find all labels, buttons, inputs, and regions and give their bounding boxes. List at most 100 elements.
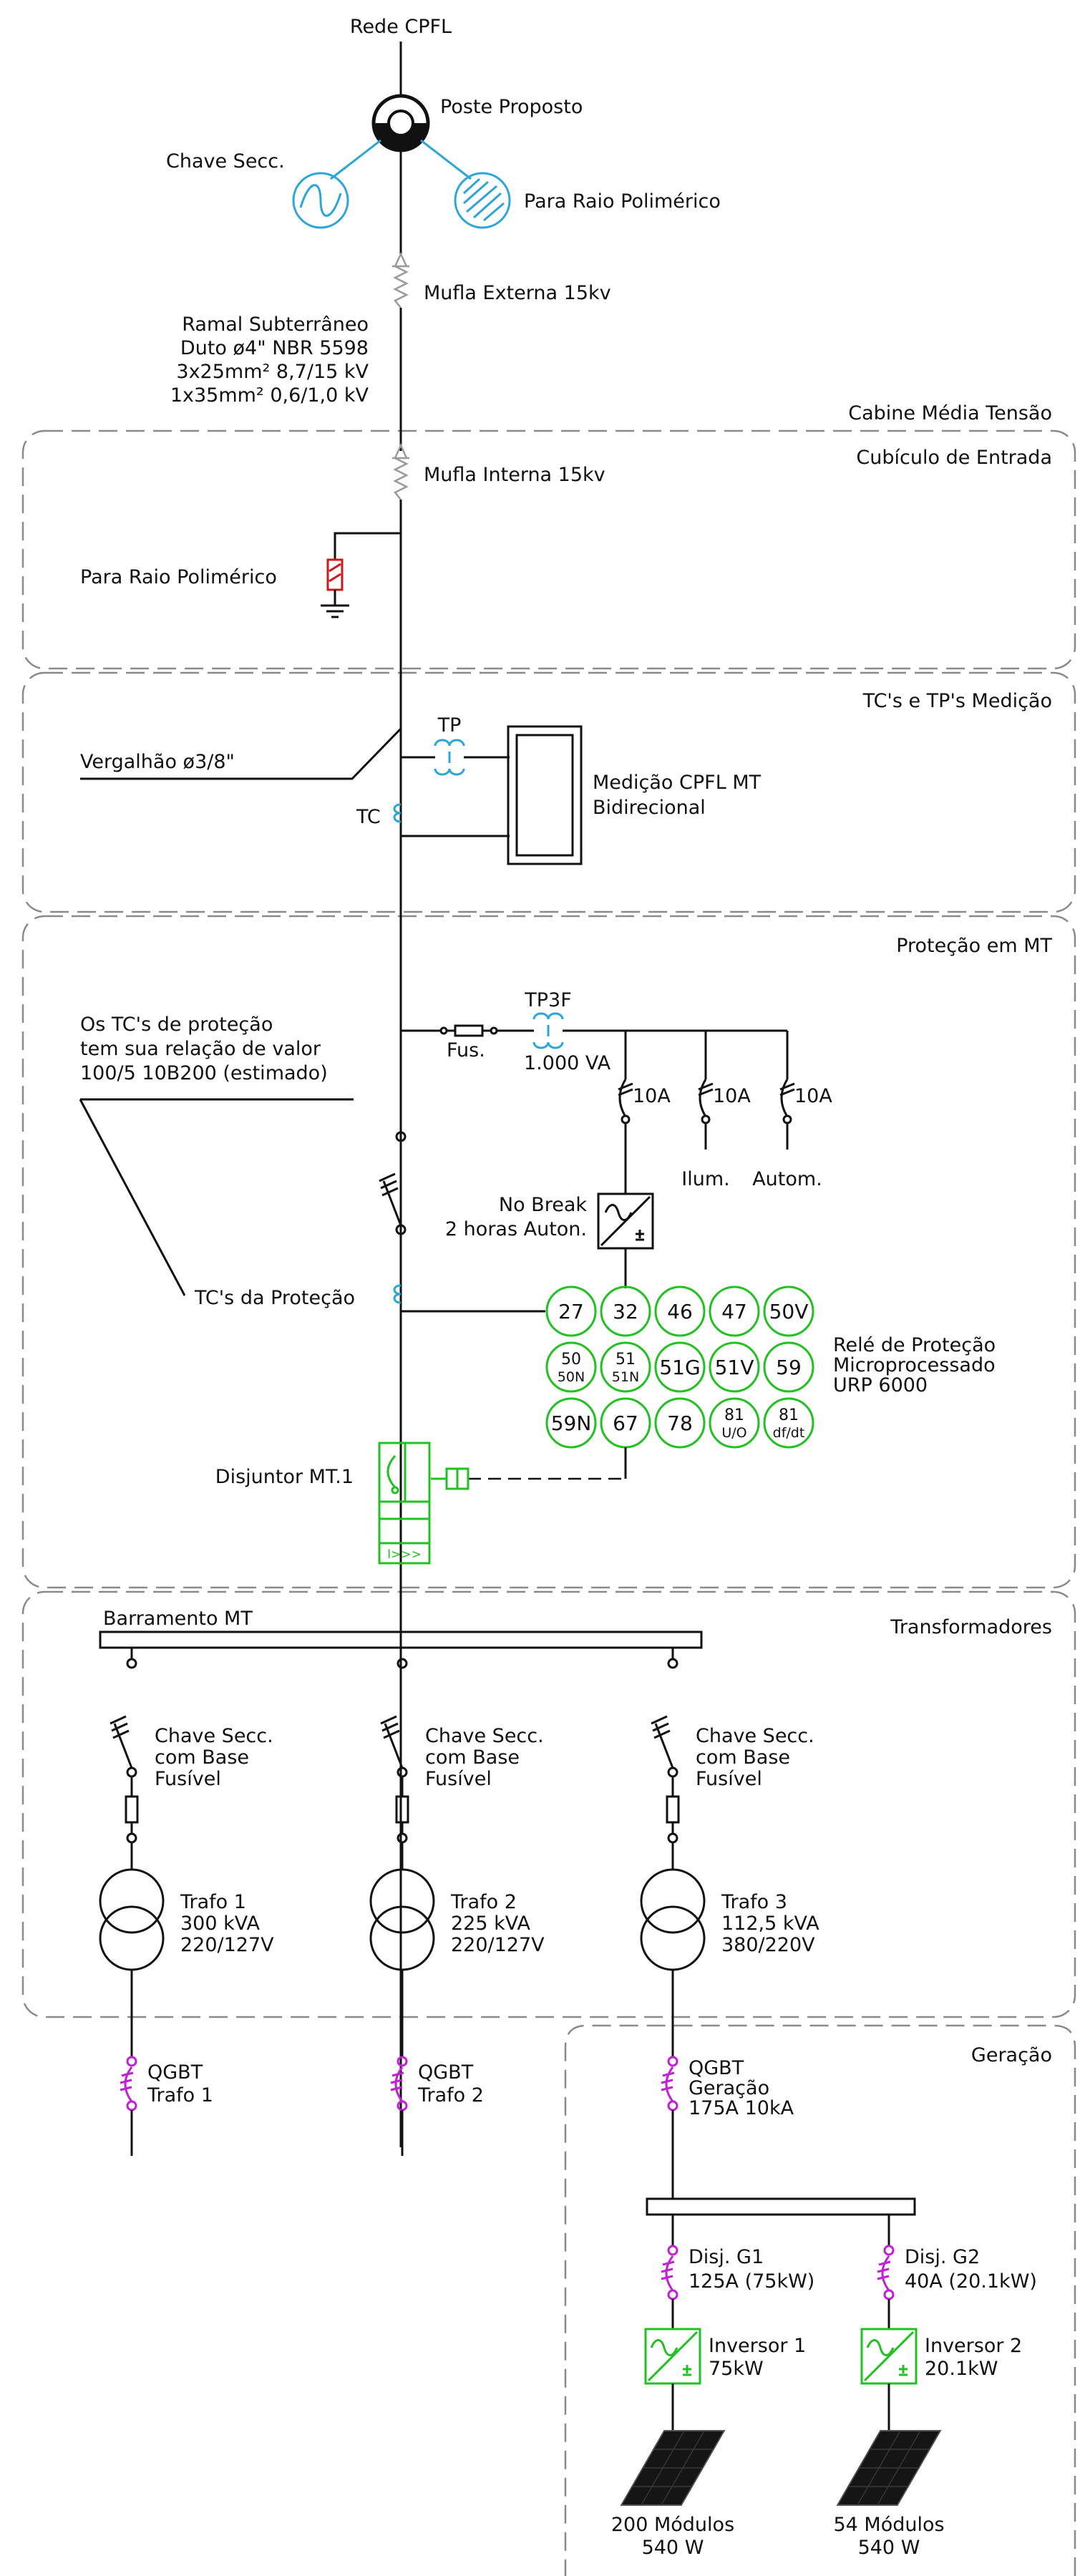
busbar-label: Barramento MT bbox=[103, 1608, 253, 1630]
ilum-label: Ilum. bbox=[681, 1168, 729, 1190]
relay-circle bbox=[763, 1341, 814, 1393]
feeder-line-2: Duto ø4" NBR 5598 bbox=[180, 337, 369, 359]
transformer-branches bbox=[99, 1648, 706, 1971]
mod1-line-2: 540 W bbox=[642, 2537, 704, 2559]
mt-breaker-label: Disjuntor MT.1 bbox=[215, 1466, 354, 1488]
frame-entrada bbox=[21, 429, 1076, 670]
relay-circle bbox=[763, 1397, 814, 1449]
relay-label-3: URP 6000 bbox=[833, 1374, 928, 1396]
relay-circle bbox=[545, 1341, 597, 1393]
relay-circle bbox=[600, 1341, 651, 1393]
relay-func-47: 47 bbox=[721, 1300, 747, 1323]
relay-func-81uo-b: U/O bbox=[721, 1425, 746, 1441]
trafo-1-name: Trafo 1 bbox=[180, 1891, 246, 1913]
trafo-fuse-3 bbox=[666, 1795, 680, 1824]
trafo-branch-3 bbox=[640, 1648, 706, 1971]
solar-panel-2-icon bbox=[836, 2430, 942, 2506]
cabin-title: Cabine Média Tensão bbox=[848, 402, 1052, 424]
switch-1-line-2: com Base bbox=[155, 1746, 249, 1769]
disj-g1-line-2: 125A (75kW) bbox=[689, 2270, 814, 2293]
switch-2-line-1: Chave Secc. bbox=[425, 1725, 544, 1747]
tp-label: TP bbox=[437, 714, 462, 737]
rod-label: Vergalhão ø3/8" bbox=[80, 751, 235, 773]
switch-1-line-1: Chave Secc. bbox=[155, 1725, 273, 1747]
solar-panel-1-icon bbox=[620, 2430, 726, 2506]
aux-breaker-2 bbox=[698, 1031, 714, 1150]
trafo-1-primary bbox=[99, 1868, 165, 1934]
switch-3-line-1: Chave Secc. bbox=[696, 1725, 814, 1747]
mod1-line-1: 200 Módulos bbox=[611, 2514, 734, 2536]
trafo-2-primary bbox=[369, 1868, 435, 1934]
relay-func-27: 27 bbox=[558, 1300, 584, 1323]
relay-label-1: Relé de Proteção bbox=[833, 1334, 996, 1356]
qgbt-2-line-2: Trafo 2 bbox=[417, 2084, 484, 2106]
tp3f-label: TP3F bbox=[524, 989, 571, 1011]
qgbt-1-line-1: QGBT bbox=[147, 2061, 203, 2084]
trafo-1-voltage: 220/127V bbox=[180, 1934, 274, 1956]
relay-func-32: 32 bbox=[613, 1300, 638, 1323]
tp-icon bbox=[434, 739, 465, 776]
qgbt-3-line-2: Geração bbox=[689, 2077, 769, 2099]
inv1-line-1: Inversor 1 bbox=[709, 2335, 806, 2357]
inv2-line-1: Inversor 2 bbox=[925, 2335, 1022, 2357]
nobreak-label-2: 2 horas Auton. bbox=[445, 1218, 587, 1240]
trafo-3-secondary bbox=[640, 1905, 706, 1971]
relay-func-81df-a: 81 bbox=[779, 1406, 799, 1424]
mod2-line-2: 540 W bbox=[858, 2537, 920, 2559]
trafo-2-voltage: 220/127V bbox=[451, 1934, 545, 1956]
gen-breaker-1 bbox=[661, 2215, 678, 2329]
aux-breaker-1 bbox=[618, 1031, 633, 1194]
gen-breaker-2 bbox=[877, 2215, 895, 2329]
relay-func-50-a: 50 bbox=[561, 1351, 581, 1369]
relay-circle bbox=[763, 1285, 814, 1337]
disj-g1-line-1: Disj. G1 bbox=[689, 2246, 764, 2268]
mod2-line-1: 54 Módulos bbox=[833, 2514, 944, 2536]
inv1-line-2: 75kW bbox=[709, 2358, 764, 2380]
relay-grid bbox=[545, 1285, 814, 1449]
trafo-fuse-2 bbox=[395, 1795, 409, 1824]
trafo-branch-2 bbox=[369, 1658, 435, 1971]
trafo-branch-1 bbox=[99, 1648, 165, 1971]
relay-circle bbox=[600, 1285, 651, 1337]
qgbt-3-line-1: QGBT bbox=[689, 2057, 744, 2079]
relay-func-67: 67 bbox=[613, 1411, 638, 1435]
trafo-3-primary bbox=[640, 1868, 706, 1934]
relay-circle bbox=[654, 1341, 706, 1393]
relay-func-51-a: 51 bbox=[616, 1351, 636, 1369]
relay-circle bbox=[545, 1397, 597, 1449]
qgbt-2-line-1: QGBT bbox=[418, 2061, 474, 2084]
disj-g2-line-2: 40A (20.1kW) bbox=[905, 2270, 1037, 2293]
relay-label-2: Microprocessado bbox=[833, 1354, 996, 1376]
aux-breaker-3 bbox=[779, 1031, 795, 1150]
trafo-3-voltage: 380/220V bbox=[721, 1934, 815, 1956]
polymeric-arrester-icon bbox=[454, 172, 511, 229]
tp3f-power-label: 1.000 VA bbox=[524, 1052, 611, 1074]
disj-g2-line-1: Disj. G2 bbox=[905, 2246, 980, 2268]
qgbt-3 bbox=[661, 1970, 678, 2199]
trafo-3-name: Trafo 3 bbox=[721, 1891, 787, 1913]
trip-coil-icon bbox=[431, 1467, 470, 1490]
qgbt-2 bbox=[390, 1970, 408, 2156]
switch-3-line-2: com Base bbox=[696, 1746, 790, 1769]
relay-func-59n: 59N bbox=[551, 1411, 592, 1435]
switch-arrester-icon bbox=[292, 172, 349, 229]
relay-circle bbox=[709, 1285, 760, 1337]
tc-protection-icon bbox=[393, 1284, 402, 1304]
grid-label: Rede CPFL bbox=[350, 16, 452, 38]
aux-breaker-2-label: 10A bbox=[713, 1085, 751, 1107]
relay-circle bbox=[709, 1397, 760, 1449]
relay-func-81uo-a: 81 bbox=[724, 1406, 744, 1424]
relay-func-50-b: 50N bbox=[558, 1369, 585, 1385]
relay-func-51-b: 51N bbox=[612, 1369, 639, 1385]
qgbt-1 bbox=[120, 1970, 137, 2156]
internal-termination-icon bbox=[392, 442, 409, 500]
ext-termination-label: Mufla Externa 15kv bbox=[424, 282, 611, 304]
prot-note-1: Os TC's de proteção bbox=[80, 1014, 273, 1036]
relay-func-59: 59 bbox=[776, 1356, 802, 1379]
entrada-arrester-label: Para Raio Polimérico bbox=[80, 566, 277, 588]
relay-func-51v: 51V bbox=[715, 1356, 754, 1379]
prot-note-2: tem sua relação de valor bbox=[80, 1038, 321, 1060]
int-termination-label: Mufla Interna 15kv bbox=[424, 464, 605, 486]
switch-1-line-3: Fusível bbox=[155, 1768, 221, 1790]
